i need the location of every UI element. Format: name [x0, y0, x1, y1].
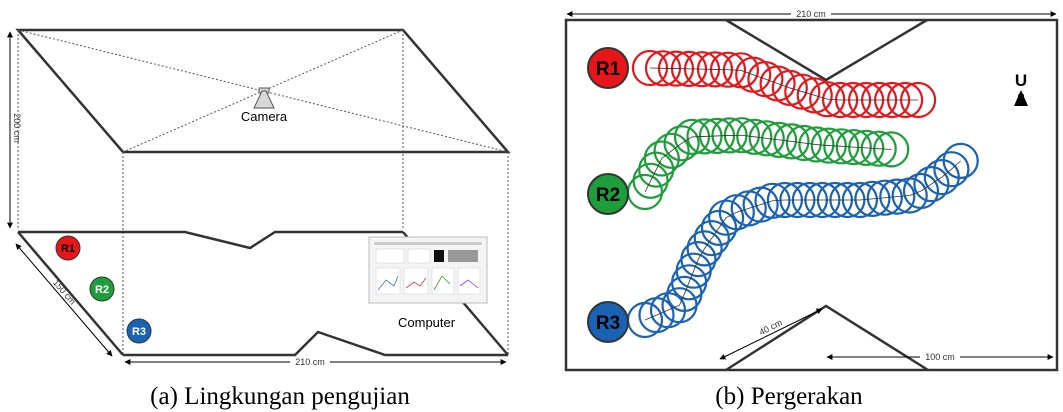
- trajectory-r2-position-21: [848, 129, 885, 166]
- robot-r3-start: R3: [587, 301, 629, 343]
- trajectory-r2-path-line: [644, 134, 892, 193]
- trajectory-r2-position-6: [663, 125, 700, 162]
- trajectory-r3-position-16: [754, 182, 791, 219]
- robot-r3-label: R3: [132, 326, 146, 338]
- robot-r2: R2: [89, 276, 115, 302]
- caption-a: (a) Lingkungan pengujian: [150, 383, 410, 410]
- height-dimension: 200 cm: [7, 31, 22, 229]
- width-label: 210 cm: [295, 357, 325, 367]
- dim-40: 40 cm: [719, 308, 823, 360]
- trajectory-r3-position-29: [913, 166, 950, 203]
- trajectory-r2-position-12: [736, 118, 773, 155]
- trajectory-r2-position-15: [773, 123, 810, 160]
- trajectory-r3-position-24: [854, 180, 891, 217]
- width-dimension: 210 cm: [124, 357, 507, 367]
- robot-r1: R1: [55, 235, 81, 261]
- trajectory-r2-position-7: [673, 118, 711, 155]
- trajectory-r3-position-26: [879, 178, 916, 215]
- robot-r3-start-label: R3: [596, 313, 620, 334]
- trajectory-r2-position-11: [723, 117, 761, 154]
- robot-r1-label: R1: [61, 243, 75, 255]
- trajectory-r1-position-13: [784, 73, 821, 110]
- trajectory-r2-position-8: [686, 118, 723, 155]
- depth-label: 150 cm: [51, 278, 78, 307]
- trajectory-r1-position-15: [809, 81, 846, 118]
- trajectory-r2-position-16: [785, 124, 823, 162]
- camera-icon: [253, 87, 275, 109]
- robot-r2-label: R2: [95, 284, 109, 296]
- panel-a: 200 cm 150 cm 210 cm Camera R1 R2: [7, 28, 511, 410]
- trajectory-r2-position-13: [748, 120, 785, 157]
- room-posts: [17, 30, 509, 355]
- trajectory-r3-path-line: [644, 160, 961, 321]
- trajectory-r2-position-14: [760, 121, 798, 158]
- trajectory-r3-position-10: [693, 220, 730, 257]
- robot-r1-start: R1: [587, 47, 629, 89]
- trajectory-r3-position-25: [866, 179, 903, 216]
- trajectory-r1: [631, 49, 937, 119]
- trajectory-r3-position-32: [942, 142, 979, 179]
- top-width-label: 210 cm: [796, 9, 826, 19]
- north-indicator: U: [1014, 71, 1028, 106]
- computer-label: Computer: [398, 315, 456, 330]
- trajectory-r2-position-19: [823, 128, 860, 165]
- height-label: 200 cm: [12, 113, 22, 143]
- trajectory-r3-position-28: [902, 172, 940, 210]
- top-width-dimension: 210 cm: [566, 9, 1057, 19]
- caption-b: (b) Pergerakan: [715, 383, 863, 410]
- robot-r2-start-label: R2: [596, 185, 620, 206]
- trajectory-r2-position-9: [698, 117, 736, 154]
- camera-label: Camera: [241, 109, 288, 124]
- trajectory-r2-position-4: [643, 140, 680, 177]
- dim-100-label: 100 cm: [925, 352, 955, 362]
- robot-r1-start-label: R1: [596, 59, 621, 80]
- trajectory-r2-position-5: [653, 132, 690, 169]
- trajectory-r2-position-23: [873, 131, 910, 168]
- trajectory-r2: [626, 117, 910, 211]
- trajectory-r2-position-17: [798, 126, 835, 163]
- trajectory-r3-position-8: [680, 241, 717, 278]
- trajectory-r3: [626, 142, 979, 339]
- robot-r3: R3: [126, 318, 152, 344]
- trajectory-r1-position-14: [796, 77, 833, 114]
- trajectory-r3-position-9: [686, 230, 723, 267]
- trajectory-r2-position-20: [835, 129, 872, 166]
- trajectory-r1-position-12: [771, 69, 808, 107]
- trajectory-r1-path-line: [649, 67, 919, 101]
- panel-b: 210 cm 40 cm 100 cm U: [564, 9, 1059, 410]
- north-label: U: [1015, 71, 1027, 90]
- robot-r2-start: R2: [587, 173, 629, 215]
- trajectory-r2-position-18: [810, 127, 847, 164]
- trajectory-r2-position-22: [860, 130, 897, 167]
- trajectory-r3-position-12: [707, 199, 745, 236]
- trajectory-r3-position-31: [933, 151, 970, 188]
- dim-100: 100 cm: [826, 352, 1054, 362]
- trajectory-r2-position-10: [711, 117, 748, 154]
- computer-screen-image: [368, 236, 488, 304]
